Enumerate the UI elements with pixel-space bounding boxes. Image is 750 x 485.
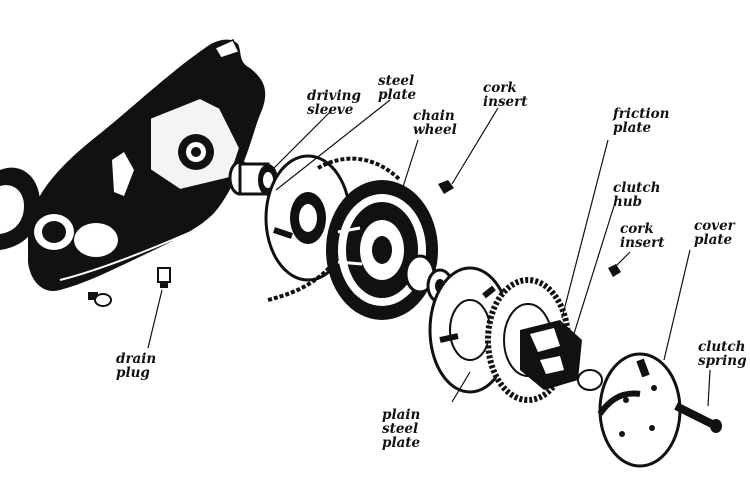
label-drain-plug: drain plug: [116, 351, 157, 381]
label-clutch-spring: clutch spring: [698, 339, 747, 369]
label-clutch-hub: clutch hub: [613, 180, 661, 210]
driving-sleeve-part: [228, 160, 278, 196]
chaincase-housing: [28, 39, 266, 291]
label-friction-plate: friction plate: [613, 106, 670, 136]
cork-insert-top-part: [438, 180, 454, 194]
label-driving-sleeve: driving sleeve: [307, 88, 361, 118]
cover-plate-part: [597, 352, 682, 468]
leader-lines: [147, 99, 711, 407]
label-cork-insert-right: cork insert: [620, 221, 665, 251]
label-chain-wheel: chain wheel: [413, 108, 457, 138]
clutch-spring-part: [674, 402, 722, 433]
label-cork-insert-top: cork insert: [483, 80, 528, 110]
roller-bearing: [404, 254, 454, 304]
clutch-hub-part: [520, 320, 603, 391]
cork-insert-right-part: [608, 264, 621, 277]
label-steel-plate: steel plate: [378, 73, 417, 103]
label-cover-plate: cover plate: [694, 218, 735, 248]
drain-plug-part: [88, 267, 171, 307]
label-plain-steel-plate: plain steel plate: [382, 407, 421, 451]
chain-wheel-part: [326, 180, 438, 320]
housing-hole-center: [74, 223, 118, 257]
